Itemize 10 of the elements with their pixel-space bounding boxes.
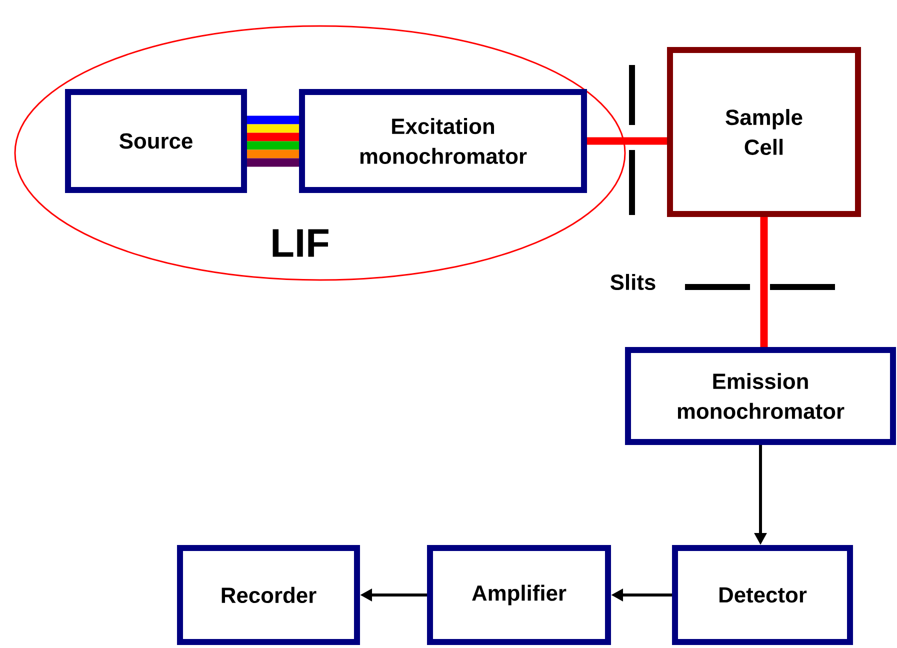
light-band [247,116,299,167]
process-box: Detector [672,545,853,645]
process-box: Recorder [177,545,360,645]
process-box: Source [65,89,247,193]
process-box: Sample Cell [667,47,861,217]
light-beam [760,217,768,347]
light-beam [587,137,667,145]
process-box: Emission monochromator [625,347,896,445]
process-box: Excitation monochromator [299,89,587,193]
process-box: Amplifier [427,545,611,645]
